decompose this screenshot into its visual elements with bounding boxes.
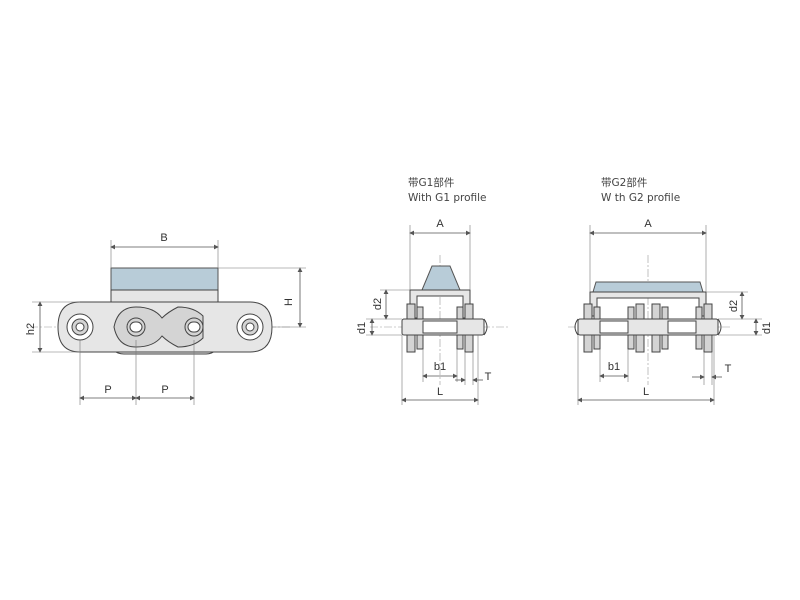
label-d1-g1: d1 [356, 322, 368, 334]
g2-profile-top [592, 281, 704, 293]
g2-pin [577, 318, 719, 336]
side-roller-3 [184, 317, 204, 337]
caption-g1-zh: 带G1部件 [408, 176, 454, 189]
label-P1: P [104, 384, 111, 396]
side-roller-2 [126, 317, 146, 337]
label-T-g1: T [485, 371, 492, 383]
label-T-g2: T [725, 363, 732, 375]
label-L-g2: L [643, 386, 649, 398]
caption-g2-zh: 带G2部件 [601, 176, 647, 189]
side-profile-top [110, 267, 219, 291]
g1-profile-top [421, 265, 461, 291]
side-roller-1 [66, 313, 94, 341]
g1-roller [422, 320, 458, 334]
label-d2-g2: d2 [728, 300, 740, 312]
label-H: H [283, 298, 295, 306]
label-h2: h2 [25, 323, 37, 335]
label-b1-g2: b1 [608, 361, 620, 373]
side-view: B H h2 P P [25, 232, 306, 405]
side-roller-4 [236, 313, 264, 341]
label-b1-g1: b1 [434, 361, 446, 373]
label-B: B [160, 232, 167, 244]
front-view-g1: 带G1部件 With G1 profile A d2 d1 [356, 176, 510, 405]
label-A-g1: A [436, 218, 444, 230]
front-view-g2: 带G2部件 W th G2 profile A d2 [568, 176, 773, 405]
g2-roller-right [667, 320, 697, 334]
label-d2-g1: d2 [372, 298, 384, 310]
caption-g1-en: With G1 profile [408, 192, 487, 204]
caption-g2-en: W th G2 profile [601, 192, 680, 204]
g2-roller-left [599, 320, 629, 334]
label-P2: P [161, 384, 168, 396]
label-d1-g2: d1 [761, 322, 773, 334]
side-inner-plate [113, 306, 204, 348]
label-L-g1: L [437, 386, 443, 398]
label-A-g2: A [644, 218, 652, 230]
